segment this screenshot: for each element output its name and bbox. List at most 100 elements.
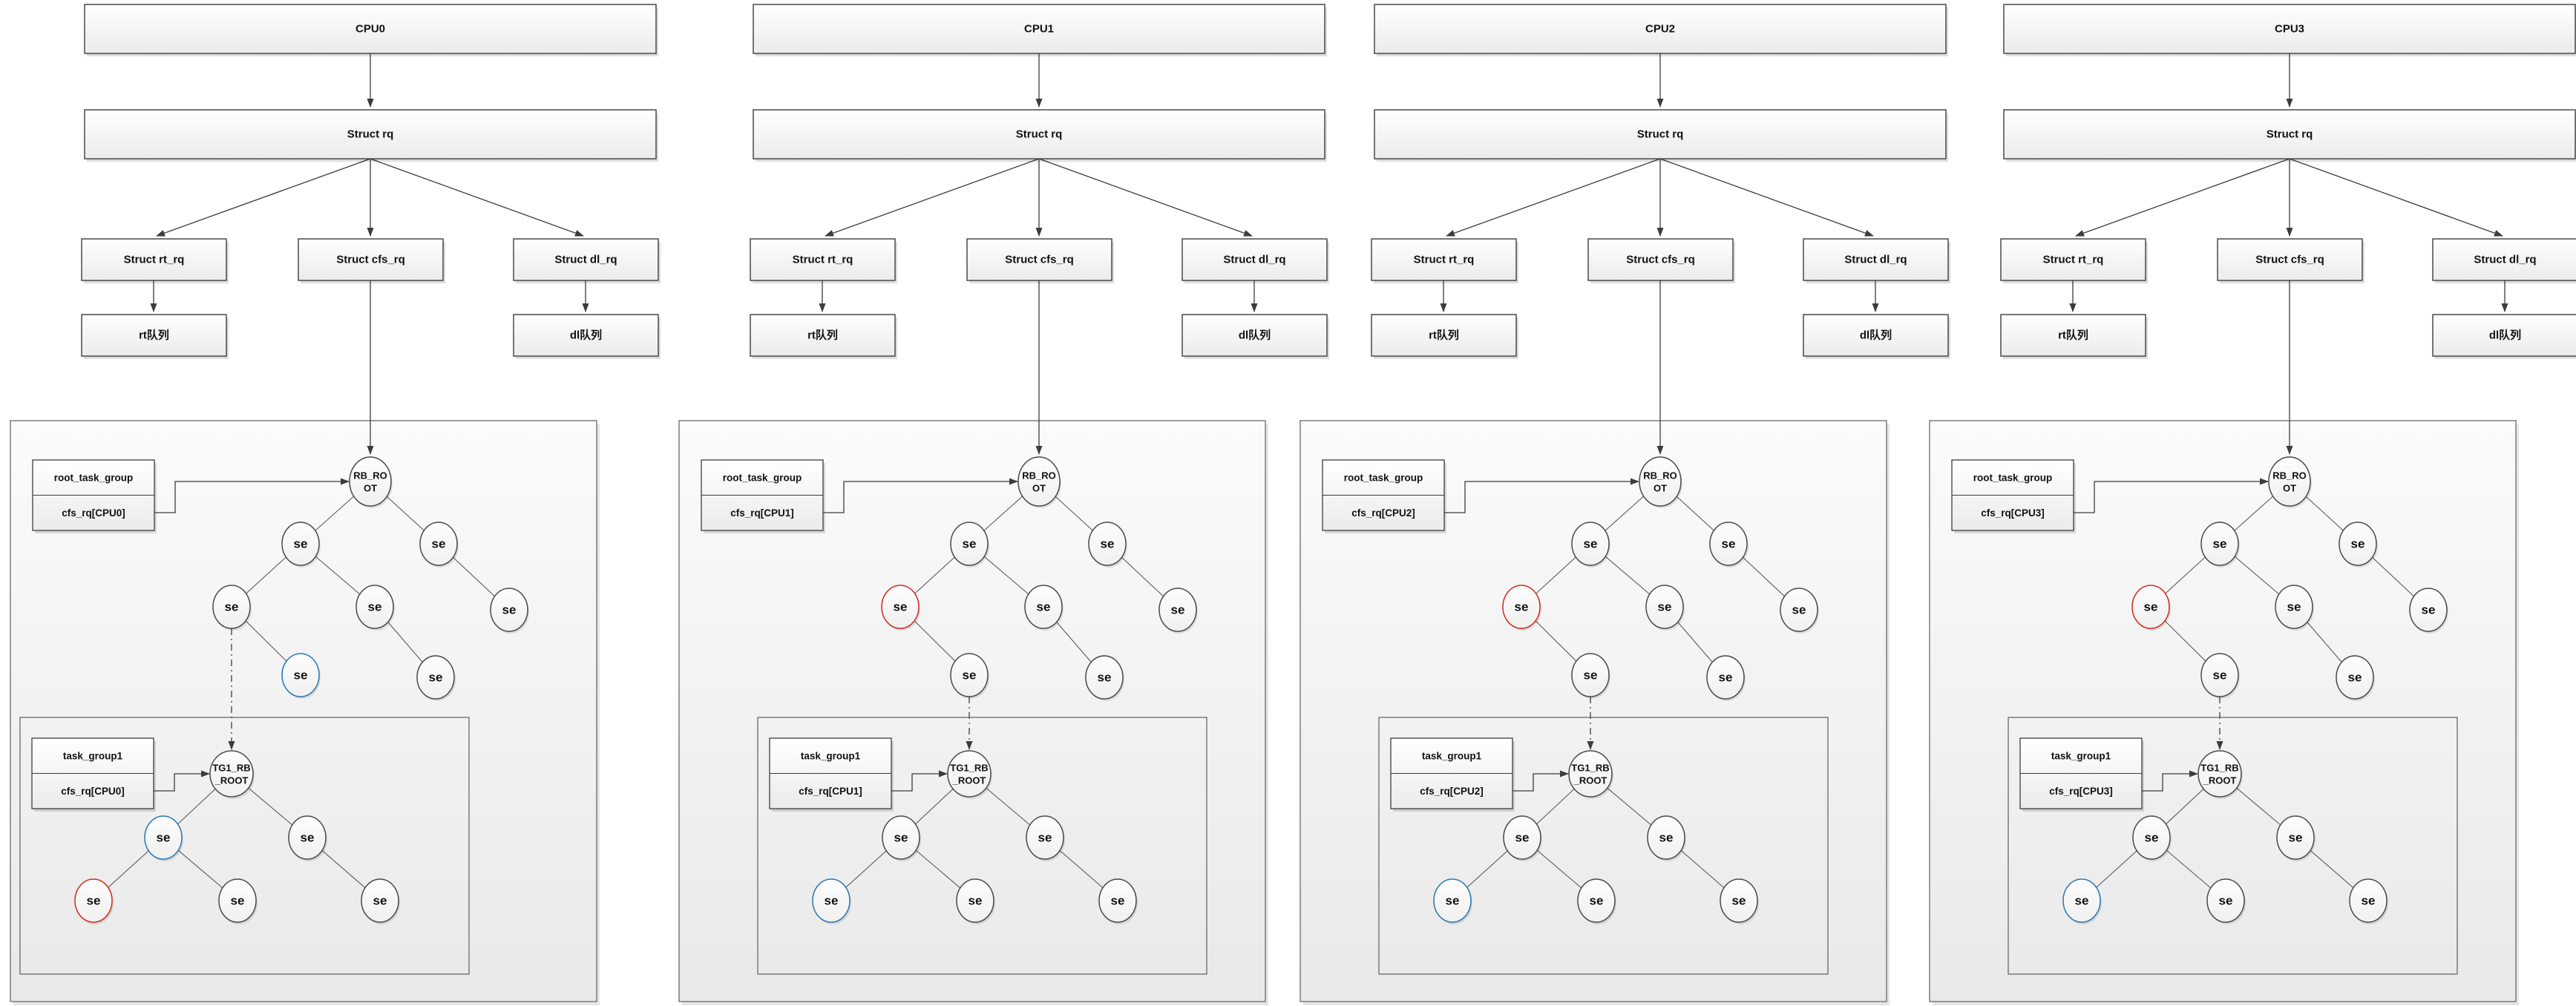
outer-se-node-X2 [2336, 655, 2374, 700]
outer-se-label-RR: se [1792, 603, 1806, 617]
struct-rt-rq-box [1371, 238, 1517, 281]
inner-se-node-LL [2062, 878, 2101, 923]
rt-queue-box [2000, 314, 2146, 357]
outer-se-label-R: se [432, 537, 446, 551]
struct-rt-rq-box-label: Struct rt_rq [2043, 254, 2104, 266]
rb-root-label-line1: RB_RO [1643, 470, 1677, 481]
outer-se-label-RR: se [502, 603, 517, 617]
rb-root-label-line1: RB_RO [2272, 470, 2307, 481]
struct-rt-rq-box-label: Struct rt_rq [793, 254, 853, 266]
tg1-root-label-line2: _ROOT [1573, 775, 1607, 786]
struct-cfs-rq-box-label: Struct cfs_rq [2255, 254, 2324, 266]
outer-se-node-R [1088, 522, 1127, 566]
outer-se-node-LL [2131, 585, 2170, 629]
outer-se-label-RR: se [2422, 603, 2436, 617]
inner-se-node-LL [1433, 878, 1472, 923]
struct-rq-box-label: Struct rq [2267, 128, 2313, 141]
inner-se-node-LR [956, 878, 994, 923]
struct-cfs-rq-box-label: Struct cfs_rq [1626, 254, 1695, 266]
inner-se-node-RR [361, 878, 399, 923]
outer-se-label-L: se [1584, 537, 1598, 551]
struct-dl-rq-box [1803, 238, 1949, 281]
outer-se-node-R [2339, 522, 2377, 566]
outer-se-label-L: se [963, 537, 977, 551]
task-group1-pointer-box-row-bottom: cfs_rq[CPU0] [61, 786, 125, 797]
outer-se-node-R [419, 522, 458, 566]
struct-rt-rq-box-label: Struct rt_rq [1414, 254, 1475, 266]
struct-rq-box [753, 109, 1325, 160]
outer-se-node-LR [355, 585, 394, 629]
tg1-root-label-line1: TG1_RB [212, 763, 250, 774]
rb-root-label-line2: OT [2283, 483, 2296, 494]
struct-rq-box-label: Struct rq [347, 128, 394, 141]
inner-se-label-LR: se [969, 894, 983, 908]
struct-cfs-rq-box-label: Struct cfs_rq [1005, 254, 1074, 266]
rb-root-node [2268, 456, 2311, 507]
struct-dl-rq-box [513, 238, 659, 281]
rt-queue-box-label: rt队列 [2058, 329, 2088, 342]
task-group1-pointer-box-row-top: task_group1 [1422, 750, 1482, 761]
struct-rq-box-label: Struct rq [1016, 128, 1063, 141]
outer-se-node-X1 [950, 653, 989, 697]
struct-rt-rq-box [2000, 238, 2146, 281]
struct-rt-rq-box [750, 238, 896, 281]
task-group1-pointer-box-row-bottom: cfs_rq[CPU3] [2049, 786, 2113, 797]
inner-se-node-L [1503, 815, 1541, 860]
outer-se-label-LL: se [894, 600, 908, 614]
task-group1-pointer-box-row-top: task_group1 [801, 750, 861, 761]
inner-se-label-LR: se [231, 894, 245, 908]
struct-rt-rq-box [81, 238, 227, 281]
tg1-root-node [2198, 750, 2242, 798]
struct-cfs-rq-box [966, 238, 1112, 281]
root-task-group-pointer-box-row-bottom: cfs_rq[CPU0] [62, 507, 125, 519]
rb-root-label-line1: RB_RO [1022, 470, 1056, 481]
outer-se-label-RR: se [1171, 603, 1185, 617]
inner-se-label-LL: se [825, 894, 839, 908]
rt-queue-box [750, 314, 896, 357]
struct-rq-box-label: Struct rq [1637, 128, 1684, 141]
outer-se-node-LR [2275, 585, 2313, 629]
rt-queue-box-label: rt队列 [139, 329, 169, 342]
outer-se-node-RR [1780, 588, 1818, 632]
cpu-box [753, 4, 1325, 54]
dl-queue-box-label: dl队列 [1239, 329, 1271, 342]
root-task-group-pointer-box-row-bottom: cfs_rq[CPU1] [730, 507, 794, 519]
root-task-group-pointer-box-row-top: root_task_group [1344, 472, 1423, 483]
inner-se-label-RR: se [2362, 894, 2376, 908]
rb-root-node [349, 456, 392, 507]
struct-dl-rq-box [1182, 238, 1328, 281]
root-task-group-pointer-box-row-top: root_task_group [54, 472, 134, 483]
task-group1-pointer-box-row-top: task_group1 [2051, 750, 2111, 761]
inner-se-node-R [2276, 815, 2315, 860]
inner-se-node-LR [2206, 878, 2245, 923]
cpu-box [84, 4, 657, 54]
outer-se-label-LR: se [2287, 600, 2301, 614]
inner-se-node-L [144, 815, 183, 860]
tg1-root-label-line1: TG1_RB [2200, 763, 2238, 774]
dl-queue-box [1182, 314, 1328, 357]
task-group1-pointer-box-row-bottom: cfs_rq[CPU1] [799, 786, 862, 797]
outer-se-node-L [2200, 522, 2239, 566]
outer-se-label-LL: se [225, 600, 239, 614]
outer-se-node-L [281, 522, 320, 566]
outer-se-node-X2 [1085, 655, 1124, 700]
outer-se-node-L [950, 522, 989, 566]
rb-root-label-line1: RB_RO [353, 470, 387, 481]
inner-se-label-RR: se [1732, 894, 1746, 908]
outer-se-node-RR [490, 588, 528, 632]
struct-cfs-rq-box-label: Struct cfs_rq [336, 254, 405, 266]
outer-se-label-LR: se [368, 600, 382, 614]
outer-se-node-LL [881, 585, 920, 629]
task-group-tree-outline-box [19, 717, 470, 975]
outer-se-node-R [1709, 522, 1748, 566]
dl-queue-box [2432, 314, 2576, 357]
task-group-tree-outline-box [1378, 717, 1829, 975]
outer-se-node-LL [212, 585, 251, 629]
outer-se-label-X2: se [2348, 671, 2362, 685]
tg1-root-label-line1: TG1_RB [1571, 763, 1609, 774]
struct-cfs-rq-box [2217, 238, 2363, 281]
tg1-root-label-line2: _ROOT [2203, 775, 2237, 786]
